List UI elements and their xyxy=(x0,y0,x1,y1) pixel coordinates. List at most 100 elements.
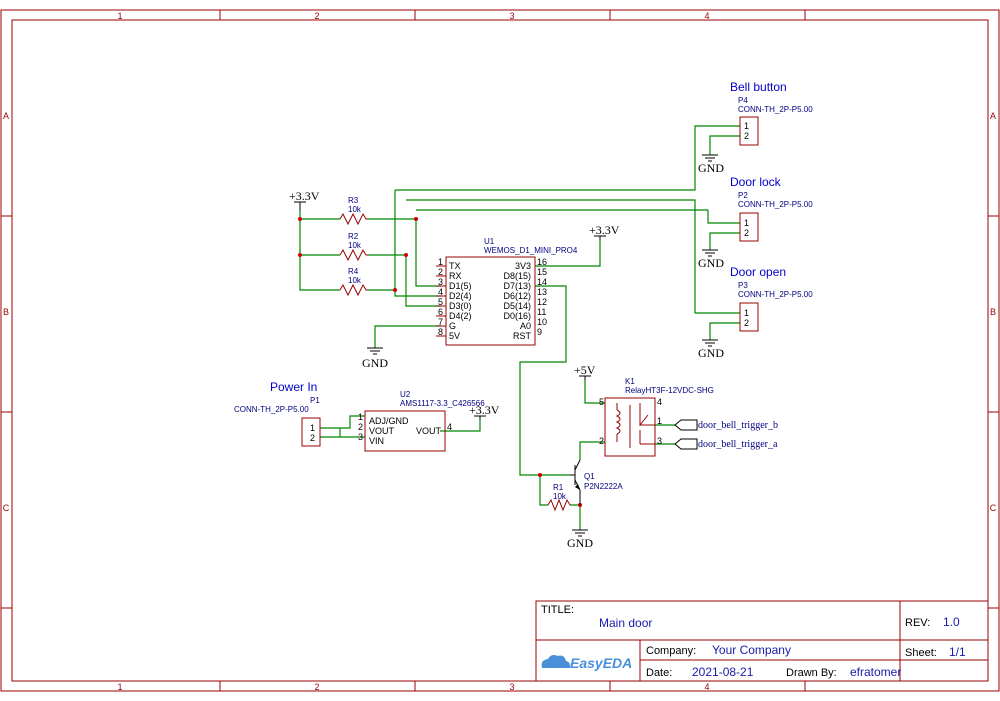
u1-left-pins: 1 TX 2 RX 3 D1(5) 4 D2(4) 5 D3(0) 6 D4(2… xyxy=(438,257,472,341)
company-value: Your Company xyxy=(712,643,791,657)
ic-ref: U1 xyxy=(484,237,495,246)
title-label: TITLE: xyxy=(541,604,574,616)
column-label: 4 xyxy=(704,682,709,692)
connector-p1: Power In P1 CONN-TH_2P-P5.00 1 2 xyxy=(234,380,321,447)
rev-value: 1.0 xyxy=(943,615,960,629)
pin-number: 2 xyxy=(744,318,749,328)
row-label: A xyxy=(3,111,9,121)
connector-title: Door lock xyxy=(730,175,782,189)
resistor-r1: R1 10k xyxy=(547,483,571,512)
sheet-frame xyxy=(0,9,1000,692)
junction-dot xyxy=(404,253,408,257)
row-label: C xyxy=(990,503,997,513)
column-label: 2 xyxy=(314,11,319,21)
net-label: door_bell_trigger_b xyxy=(698,420,778,431)
resistor-r3: R3 10k xyxy=(339,196,368,226)
gnd-p3: GND xyxy=(698,339,724,360)
pin-number: 2 xyxy=(744,131,749,141)
pin-number: 15 xyxy=(537,267,547,277)
pin-number: 4 xyxy=(447,422,452,432)
pin-number: 3 xyxy=(657,436,662,446)
row-labels-right: A B C xyxy=(990,111,997,513)
column-label: 1 xyxy=(117,682,122,692)
pin-name: 3V3 xyxy=(515,261,531,271)
pin-name: D0(16) xyxy=(503,311,531,321)
junction-dot xyxy=(414,217,418,221)
net-flag-trigger-b: door_bell_trigger_b xyxy=(674,419,778,431)
pin-name: ADJ/GND xyxy=(369,416,409,426)
connector-value: CONN-TH_2P-P5.00 xyxy=(738,200,813,209)
u1-right-pins: 3V3 16 D8(15) 15 D7(13) 14 D6(12) 13 D5(… xyxy=(503,257,547,341)
gnd-q1: GND xyxy=(567,529,593,550)
date-value: 2021-08-21 xyxy=(692,665,754,679)
column-label: 2 xyxy=(314,682,319,692)
pin-number: 7 xyxy=(438,317,443,327)
relay-value: RelayHT3F-12VDC-SHG xyxy=(625,386,714,395)
pin-name: D7(13) xyxy=(503,281,531,291)
resistor-r4: R4 10k xyxy=(339,267,368,297)
power-label: +3.3V xyxy=(289,189,320,203)
pin-name: VIN xyxy=(369,436,384,446)
power-label: +5V xyxy=(574,363,596,377)
pin-number: 10 xyxy=(537,317,547,327)
pin-number: 6 xyxy=(438,307,443,317)
pin-number: 2 xyxy=(438,267,443,277)
power-3v3-u1: +3.3V xyxy=(589,223,620,240)
pin-name: D5(14) xyxy=(503,301,531,311)
pin-number: 14 xyxy=(537,277,547,287)
connector-ref: P1 xyxy=(310,396,320,405)
column-label: 1 xyxy=(117,11,122,21)
drawn-by-label: Drawn By: xyxy=(786,667,837,679)
pin-name: VOUT xyxy=(369,426,395,436)
pin-name: 5V xyxy=(449,331,460,341)
connector-title: Door open xyxy=(730,265,786,279)
connector-p2: Door lock P2 CONN-TH_2P-P5.00 1 2 xyxy=(730,175,813,242)
cloud-icon xyxy=(541,655,571,668)
company-label: Company: xyxy=(646,645,696,657)
ic-u1: U1 WEMOS_D1_MINI_PRO4 1 TX 2 RX 3 D1(5) … xyxy=(436,237,578,346)
power-label: +3.3V xyxy=(589,223,620,237)
connector-p3: Door open P3 CONN-TH_2P-P5.00 1 2 xyxy=(730,265,813,332)
pin-name: D2(4) xyxy=(449,291,472,301)
rev-label: REV: xyxy=(905,617,930,629)
row-label: B xyxy=(990,307,996,317)
net-label: door_bell_trigger_a xyxy=(698,439,778,450)
power-5v: +5V xyxy=(574,363,596,380)
pin-number: 2 xyxy=(599,436,604,446)
column-label: 3 xyxy=(509,11,514,21)
resistor-ref: R4 xyxy=(348,267,359,276)
row-label: C xyxy=(3,503,10,513)
column-labels-bottom: 1 2 3 4 xyxy=(117,682,709,692)
resistor-value: 10k xyxy=(348,205,362,214)
gnd-p4: GND xyxy=(698,154,724,175)
junctions xyxy=(298,217,582,507)
pin-number: 2 xyxy=(358,422,363,432)
pin-name: D6(12) xyxy=(503,291,531,301)
pin-name: G xyxy=(449,321,456,331)
pin-number: 3 xyxy=(438,277,443,287)
connector-title: Bell button xyxy=(730,80,787,94)
pin-name: RX xyxy=(449,271,462,281)
pin-number: 12 xyxy=(537,297,547,307)
transistor-ref: Q1 xyxy=(584,472,595,481)
pin-number: 4 xyxy=(438,287,443,297)
title-block: TITLE: Main door REV: 1.0 Company: Your … xyxy=(535,600,989,682)
gnd-label: GND xyxy=(698,256,724,270)
connector-title: Power In xyxy=(270,380,317,394)
gnd-p2: GND xyxy=(698,249,724,270)
pin-number: 13 xyxy=(537,287,547,297)
pin-number: 5 xyxy=(599,397,604,407)
gnd-label: GND xyxy=(698,346,724,360)
pin-number: 1 xyxy=(744,308,749,318)
ic-u2: U2 AMS1117-3.3_C426566 1 ADJ/GND 2 VOUT … xyxy=(358,390,485,452)
junction-dot xyxy=(298,217,302,221)
net-flag-trigger-a: door_bell_trigger_a xyxy=(674,438,778,450)
pin-number: 9 xyxy=(537,327,542,337)
transistor-q1: Q1 P2N2222A xyxy=(570,459,623,505)
pin-name: D3(0) xyxy=(449,301,472,311)
connector-value: CONN-TH_2P-P5.00 xyxy=(738,290,813,299)
pin-number: 2 xyxy=(744,228,749,238)
pin-name: VOUT xyxy=(416,426,442,436)
pin-name: D1(5) xyxy=(449,281,472,291)
pin-name: D8(15) xyxy=(503,271,531,281)
